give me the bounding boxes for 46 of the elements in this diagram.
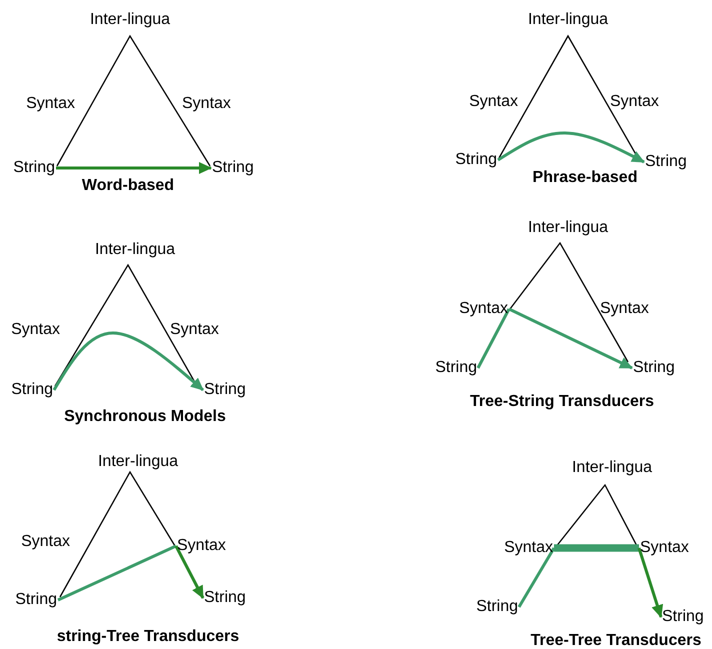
arrow (497, 132, 645, 164)
node-label: Syntax (177, 537, 226, 555)
arrow (638, 548, 664, 618)
node-label: Syntax (610, 93, 659, 111)
node-label: Syntax (469, 93, 518, 111)
arrow (56, 162, 212, 174)
diagram-caption: Phrase-based (532, 169, 638, 187)
node-label: Inter-lingua (98, 453, 178, 471)
node-label: Inter-lingua (528, 219, 608, 237)
diagram-caption: Tree-Tree Transducers (530, 632, 702, 649)
arrow (174, 545, 204, 599)
arrow (508, 308, 633, 370)
node-label: Syntax (26, 95, 75, 113)
node-label: String (476, 598, 518, 616)
node-label: String (13, 159, 55, 177)
node-label: String (662, 608, 704, 626)
connector-line (554, 544, 639, 552)
diagram-caption: Tree-String Transducers (470, 393, 654, 411)
connector-line (476, 308, 510, 369)
node-label: Syntax (11, 321, 60, 339)
node-label: String (204, 589, 246, 607)
node-label: Inter-lingua (90, 11, 170, 29)
node-label: Syntax (182, 95, 231, 113)
diagram-caption: string-Tree Transducers (56, 628, 240, 646)
node-label: Syntax (170, 321, 219, 339)
node-label: String (204, 381, 246, 399)
node-label: String (212, 159, 254, 177)
diagram-caption: Word-based (82, 177, 174, 195)
arrow (52, 332, 204, 392)
node-label: Inter-lingua (528, 11, 608, 29)
node-label: Inter-lingua (572, 459, 652, 477)
node-label: String (645, 153, 687, 171)
connector-line (57, 544, 177, 602)
node-label: String (15, 591, 57, 609)
node-label: String (455, 151, 497, 169)
diagram-caption: Synchronous Models (64, 408, 226, 426)
node-label: String (11, 381, 53, 399)
node-label: Syntax (504, 539, 553, 557)
node-label: Syntax (640, 539, 689, 557)
node-label: Syntax (21, 533, 70, 551)
node-label: Syntax (459, 300, 508, 318)
node-label: Inter-lingua (94, 241, 176, 259)
connector-line (518, 547, 556, 608)
node-label: Syntax (600, 300, 649, 318)
node-label: String (435, 359, 477, 377)
node-label: String (633, 359, 675, 377)
